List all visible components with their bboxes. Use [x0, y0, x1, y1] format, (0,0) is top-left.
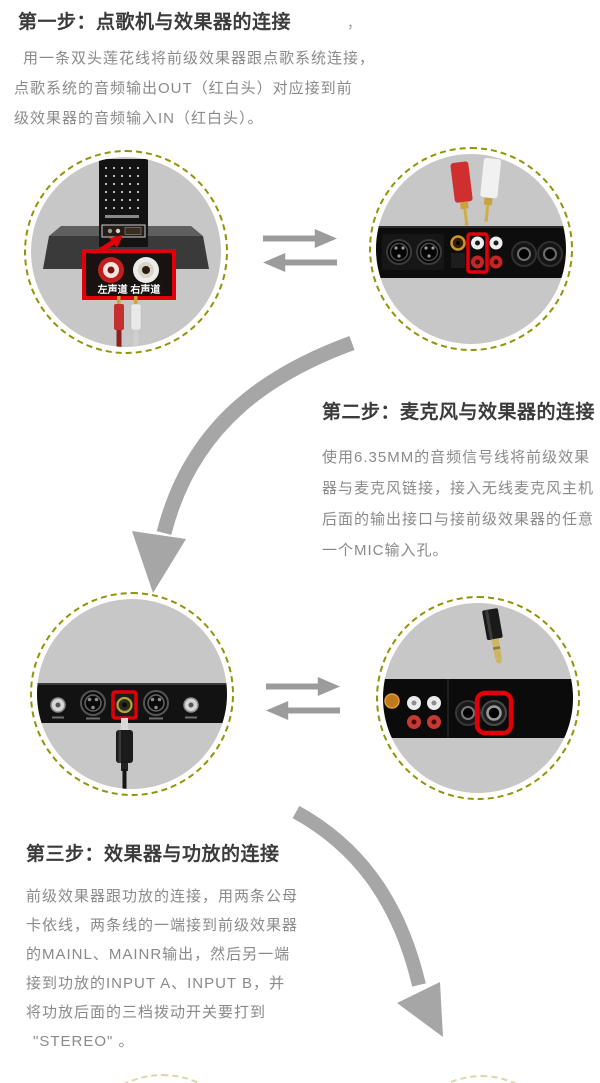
step2-paragraph: 使用6.35MM的音频信号线将前级效果 器与麦克风链接，接入无线麦克风主机 后面… — [322, 442, 595, 566]
step1-title: 第一步：点歌机与效果器的连接 — [18, 12, 292, 33]
paragraph-line: 使用6.35MM的音频信号线将前级效果 — [322, 449, 591, 466]
trs-jack-2 — [481, 700, 507, 726]
step1-title-mark: ， — [347, 15, 361, 31]
figure2-target-circle — [376, 596, 580, 800]
curved-arrow-head — [132, 531, 186, 593]
curved-arrow-path — [292, 805, 426, 987]
figure2-source-circle — [30, 592, 234, 796]
xlr-connector-2 — [416, 239, 442, 265]
mic-receiver-photo — [37, 599, 227, 789]
bottom-partial-circle-right — [402, 1075, 561, 1083]
paragraph-line: 一个MIC输入孔。 — [322, 542, 449, 559]
figure1-source-circle: 左声道 右声道 — [24, 150, 228, 354]
arrow-left-icon — [263, 253, 337, 272]
xlr-connector-2 — [143, 690, 169, 716]
step3-title: 第三步：效果器与功放的连接 — [26, 844, 280, 865]
step3-paragraph: 前级效果器跟功放的连接，用两条公母 卡依线，两条线的一端接到前级效果器 的MAI… — [26, 882, 298, 1056]
jack-orange — [384, 693, 400, 709]
rca-plug-red — [450, 161, 473, 226]
arrow-right-icon — [266, 677, 340, 696]
figure1-target-circle — [369, 147, 573, 351]
rca-jack-white-2 — [427, 696, 441, 710]
step2-title: 第二步：麦克风与效果器的连接 — [322, 402, 596, 423]
step1-paragraph: 用一条双头莲花线将前级效果器跟点歌系统连接， 点歌系统的音频输出OUT（红白头）… — [14, 44, 375, 134]
rca-jack-red — [98, 257, 124, 283]
rear-panel — [99, 159, 148, 247]
zoom-callout-box: 左声道 右声道 — [82, 249, 176, 300]
effector-mic-input-photo — [383, 603, 573, 793]
rca-jack-red-2 — [427, 715, 441, 729]
curved-arrow-path — [156, 335, 355, 535]
paragraph-line: 后面的输出接口与接前级效果器的任意 — [322, 511, 595, 528]
trs-jack-1 — [455, 700, 481, 726]
paragraph-line: 接到功放的INPUT A、INPUT B，并 — [26, 975, 285, 992]
rca-plug-red — [114, 296, 124, 347]
trs-plug — [482, 608, 503, 664]
panel-connector-row — [101, 224, 146, 238]
jack-small-right — [183, 697, 199, 713]
rca-jack-white — [133, 257, 159, 283]
rca-jack-red-1 — [407, 715, 421, 729]
rca-plug-white — [479, 157, 502, 222]
bottom-partial-circle-left — [78, 1074, 247, 1083]
paragraph-line: 级效果器的音频输入IN（红白头）。 — [14, 110, 264, 127]
vent-dots — [103, 165, 144, 211]
mic-input-highlight-box — [474, 690, 514, 736]
step3-section: 第三步：效果器与功放的连接 前级效果器跟功放的连接，用两条公母 卡依线，两条线的… — [26, 842, 298, 1056]
rca-jack-red-2 — [489, 255, 503, 269]
trs-plug — [116, 718, 133, 789]
channel-label: 左声道 右声道 — [97, 283, 161, 296]
curved-arrow-down-2 — [292, 805, 443, 1037]
rca-jack-white-1 — [471, 236, 484, 250]
paragraph-line: "STEREO" 。 — [33, 1033, 135, 1050]
jack-small-left — [50, 697, 66, 713]
curved-arrow-head — [397, 982, 443, 1037]
paragraph-line: 的MAINL、MAINR输出，然后另一端 — [26, 946, 291, 963]
curved-arrow-down-1 — [132, 335, 355, 593]
effector-rear-photo — [376, 154, 566, 344]
paragraph-line: 器与麦克风链接，接入无线麦克风主机 — [322, 480, 595, 497]
karaoke-rear-photo: 左声道 右声道 — [31, 157, 221, 347]
step2-section: 第二步：麦克风与效果器的连接 使用6.35MM的音频信号线将前级效果 器与麦克风… — [322, 400, 595, 566]
rca-plug-white — [130, 296, 142, 347]
rca-jack-white-2 — [489, 236, 503, 250]
arrow-right-icon — [263, 229, 337, 248]
trs-jack-2 — [537, 241, 563, 267]
input-highlight-box — [466, 232, 489, 274]
paragraph-line: 点歌系统的音频输出OUT（红白头）对应接到前 — [14, 80, 353, 97]
mic-input-highlight-box — [111, 690, 138, 720]
rca-jack-red-1 — [471, 255, 484, 269]
xlr-connector-1 — [386, 239, 412, 265]
paragraph-line: 用一条双头莲花线将前级效果器跟点歌系统连接， — [23, 50, 376, 67]
paragraph-line: 卡依线，两条线的一端接到前级效果器 — [26, 917, 299, 934]
rca-jack-white-1 — [407, 696, 421, 710]
paragraph-line: 前级效果器跟功放的连接，用两条公母 — [26, 888, 299, 905]
rca-jack-gold — [450, 235, 466, 251]
arrow-left-icon — [266, 701, 340, 720]
paragraph-line: 将功放后面的三档拨动开关要打到 — [26, 1004, 267, 1021]
trs-jack-1 — [511, 241, 537, 267]
xlr-connector-1 — [80, 690, 106, 716]
